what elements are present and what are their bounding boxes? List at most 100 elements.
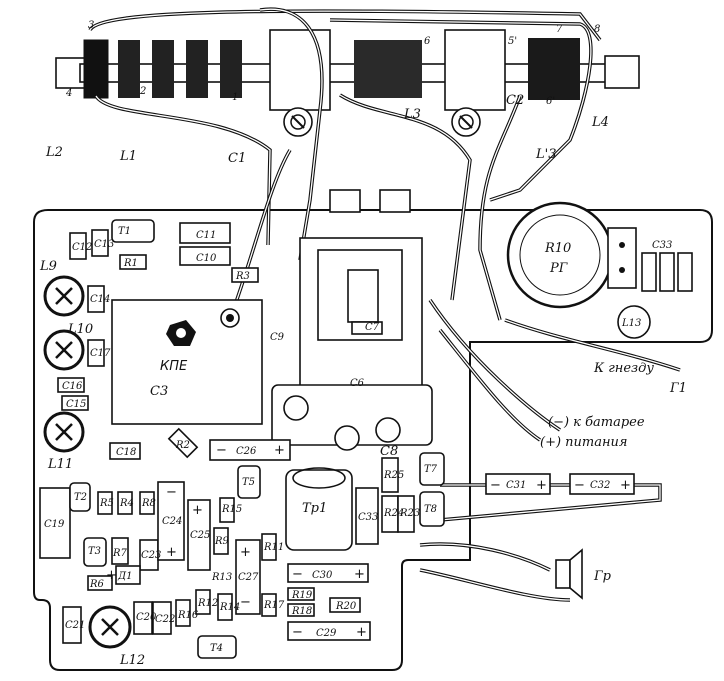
c25-label: C25	[190, 530, 210, 541]
c29-label: C29	[316, 628, 337, 639]
c10-label: C10	[196, 253, 217, 264]
c33-label: C33	[358, 512, 378, 523]
t1-label: T1	[118, 226, 131, 237]
r2-label: R2	[175, 440, 190, 451]
c30-minus: −	[292, 567, 303, 582]
r9-label: R9	[214, 536, 230, 547]
c32-minus: −	[574, 478, 585, 493]
coil-l2	[83, 39, 109, 99]
trimmer-c1	[283, 107, 313, 137]
label-l4: L4	[591, 115, 609, 130]
num-4: 4	[65, 88, 72, 99]
c15-label: C15	[66, 399, 86, 410]
c24-plus: +	[166, 545, 177, 560]
c26-label: C26	[236, 446, 257, 457]
c17-label: C17	[90, 348, 111, 359]
jack-label: К гнезду	[593, 361, 654, 376]
r4-label: R4	[119, 498, 134, 509]
num-7: 7	[556, 24, 563, 35]
c12-label: C12	[72, 242, 92, 253]
num-6p: 6'	[546, 96, 555, 107]
coil-l4	[528, 38, 580, 100]
r14-label: R14	[219, 602, 240, 613]
c27-minus: −	[240, 595, 251, 610]
c18-label: C18	[116, 447, 136, 458]
c32-plus: +	[620, 478, 631, 493]
components	[39, 219, 635, 659]
num-6: 6	[424, 36, 431, 47]
t4-label: T4	[210, 643, 223, 654]
rg-label: РГ	[549, 261, 568, 276]
r25-label: R25	[383, 470, 404, 481]
c14-label: C14	[90, 294, 110, 305]
r17-label: R17	[263, 600, 285, 611]
c7-label: C8	[380, 444, 398, 459]
c13-label: C13	[94, 239, 114, 250]
r20-label: R20	[335, 601, 357, 612]
c3-label: C3	[150, 384, 168, 399]
r11-label: R11	[263, 542, 284, 553]
jack-id-label: Г1	[669, 381, 687, 396]
r5-label: R5	[99, 498, 114, 509]
c26-plus: +	[274, 443, 285, 458]
num-5p: 5'	[508, 36, 517, 47]
c26-minus: −	[216, 443, 227, 458]
c21-label: C21	[65, 620, 85, 631]
label-l3p: L'3	[535, 147, 556, 162]
label-l3: L3	[403, 107, 421, 122]
c23-label: C23	[141, 550, 161, 561]
c8-label: C9	[270, 332, 285, 343]
c30-label: C30	[312, 570, 333, 581]
board-coils	[43, 275, 132, 649]
battery-plus-label: (+) питания	[540, 435, 628, 450]
r15-label: R15	[221, 504, 242, 515]
trimmer-c2	[451, 107, 481, 137]
label-l1: L1	[119, 149, 137, 164]
c16-label: C16	[62, 381, 83, 392]
svg-text:L13: L13	[621, 318, 641, 329]
label-c1: C1	[228, 151, 246, 166]
num-2: 2	[139, 86, 146, 97]
c24-label: C24	[162, 516, 182, 527]
c25-plus: +	[192, 503, 203, 518]
c27-label: C27	[238, 572, 259, 583]
tr1-label: Тр1	[302, 501, 327, 516]
r18-label: R18	[291, 606, 312, 617]
r3-label: R3	[235, 271, 250, 282]
coil-l3	[354, 40, 422, 98]
d1-label: Д1	[117, 571, 133, 582]
t2-label: T2	[74, 492, 87, 503]
d1-plus: +	[106, 568, 117, 583]
label-c2: C2	[506, 93, 524, 108]
r10-label: R10	[544, 241, 571, 256]
t8-label: T8	[424, 504, 437, 515]
coil-l9	[43, 275, 85, 317]
speaker-label: Гр	[593, 569, 612, 584]
variable-capacitor: КПЕ C3	[111, 299, 263, 425]
num-1: 1	[232, 92, 238, 103]
t5-label: T5	[242, 477, 255, 488]
c20-label: C20	[136, 612, 157, 623]
c33-top-label: C33	[652, 240, 672, 251]
num-3: 3	[88, 20, 94, 31]
r23-label: R24	[383, 508, 404, 519]
r16-label: R16	[177, 610, 199, 621]
r6-label: R6	[89, 579, 105, 590]
t3-label: T3	[88, 546, 101, 557]
l9-label: L9	[39, 259, 57, 274]
r24-label: R23	[399, 508, 420, 519]
labels: 1 2 3 4 5' 6 6' 7 8 L2 L1 L3 L'3 L4 C1 C…	[39, 20, 687, 668]
coil-l10	[43, 329, 85, 371]
c29-minus: −	[292, 625, 303, 640]
coil-l12	[88, 605, 132, 649]
c32-label: C32	[590, 480, 610, 491]
r13-label: R13	[211, 572, 232, 583]
c11-label: C11	[196, 230, 216, 241]
c29-plus: +	[356, 625, 367, 640]
r8-label: R8	[141, 498, 156, 509]
coil-l11	[43, 411, 85, 453]
c6-label: C7	[365, 322, 380, 333]
c31-label: C31	[506, 480, 526, 491]
l10-label: L10	[67, 322, 93, 337]
